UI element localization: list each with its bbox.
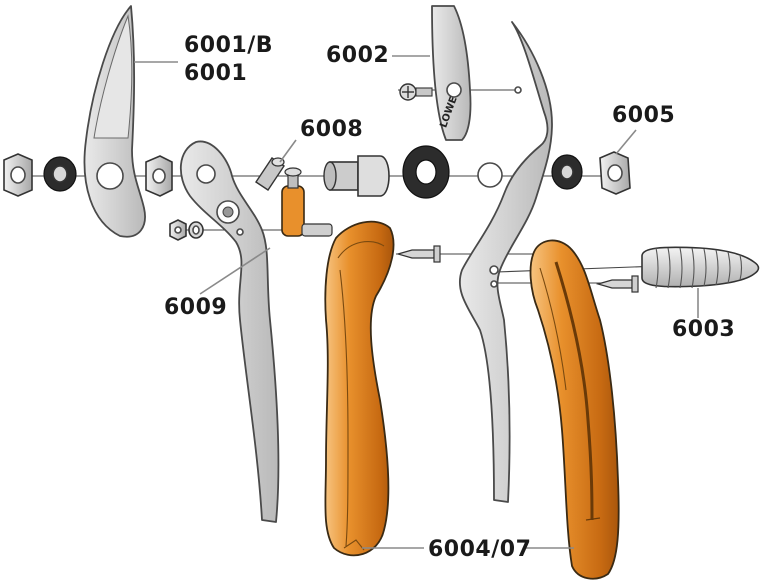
- grip-upper-6007: [529, 239, 620, 580]
- label-6002: 6002: [326, 43, 390, 68]
- label-6008: 6008: [300, 117, 364, 142]
- label-6005: 6005: [612, 103, 676, 128]
- label-6004-07: 6004/07: [428, 537, 532, 562]
- spacer-washer: [402, 145, 450, 199]
- hex-nut-center: [145, 155, 173, 197]
- grip-lower-6004: [324, 220, 395, 557]
- label-6009: 6009: [164, 295, 228, 320]
- lower-handle-steel: [179, 140, 280, 523]
- anvil-6002: LOWE: [431, 5, 472, 141]
- blade-6001: [83, 5, 146, 238]
- washer-left: [43, 156, 77, 192]
- leader-6008: [279, 139, 297, 163]
- grip-screw-upper: [395, 245, 441, 263]
- hex-nut-6005: [599, 151, 631, 195]
- lock-pin-block: [281, 167, 333, 237]
- label-6003: 6003: [672, 317, 736, 342]
- hex-nut-left: [3, 153, 33, 197]
- washer-right: [551, 154, 583, 190]
- spring-bolt-6008: [255, 157, 285, 191]
- grip-screw-lower: [595, 275, 639, 293]
- leader-6009: [199, 247, 271, 295]
- anvil-screw: [399, 83, 433, 101]
- upper-handle-steel: [458, 21, 553, 503]
- leader-6005: [615, 129, 637, 155]
- coil-spring-6003: [641, 246, 760, 289]
- pivot-bushing: [323, 155, 390, 197]
- label-6001-b: 6001/B: [184, 33, 274, 58]
- small-nut-6009: [169, 219, 204, 241]
- label-6001: 6001: [184, 61, 248, 86]
